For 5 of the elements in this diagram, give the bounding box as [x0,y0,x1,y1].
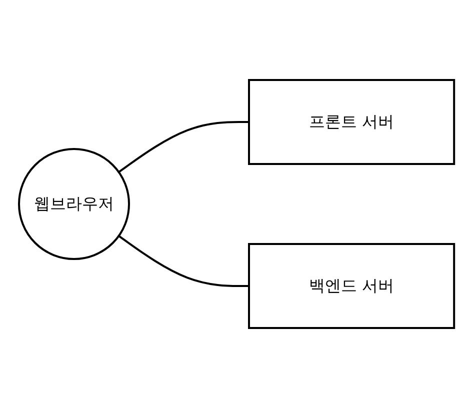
connector [118,235,250,287]
node-circle: 웹브라우저 [18,148,130,260]
connector [118,121,250,173]
node-box: 백엔드 서버 [248,243,456,329]
node-box: 프론트 서버 [248,79,456,165]
